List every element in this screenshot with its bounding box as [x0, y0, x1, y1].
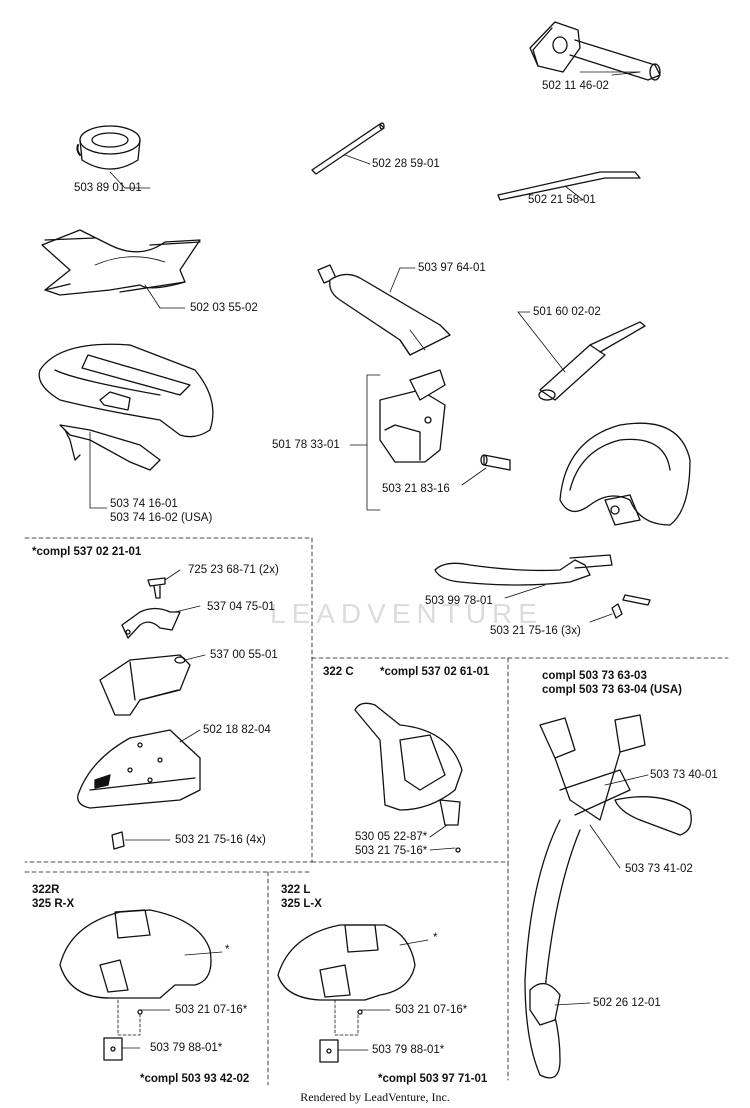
heading-compl-503-73-63-04: compl 503 73 63-04 (USA) [542, 684, 682, 696]
heading-compl-503-93-42-02: *compl 503 93 42-02 [140, 1073, 250, 1085]
clamp-bracket-part [379, 369, 446, 463]
label-503-79-88-01-r: 503 79 88-01* [150, 1042, 223, 1054]
combination-wrench-part [529, 21, 661, 81]
label-537-04-75-01: 537 04 75-01 [207, 601, 275, 613]
label-502-28-59-01: 502 28 59-01 [372, 158, 440, 170]
heading-compl-537-02-21-01: *compl 537 02 21-01 [32, 546, 142, 558]
label-503-73-41-02: 503 73 41-02 [625, 863, 693, 875]
label-star-l: * [433, 932, 438, 944]
handle-bar-part [434, 554, 613, 586]
heading-322c: 322 C [323, 666, 354, 678]
heading-compl-503-73-63-03: compl 503 73 63-03 [542, 670, 647, 682]
screwdriver-part [538, 321, 646, 401]
label-503-79-88-01-l: 503 79 88-01* [372, 1044, 445, 1056]
label-503-21-75-16-4x: 503 21 75-16 (4x) [175, 834, 266, 846]
label-503-97-64-01: 503 97 64-01 [418, 262, 486, 274]
grease-tube-part [317, 264, 451, 356]
guard-322c-part [354, 702, 463, 826]
harness-part [524, 714, 692, 1079]
label-501-78-33-01: 501 78 33-01 [272, 439, 340, 451]
label-503-74-16-01: 503 74 16-01 [110, 498, 178, 510]
screw-4x-part [111, 831, 125, 850]
label-503-99-78-01: 503 99 78-01 [425, 595, 493, 607]
heading-325lx: 325 L-X [281, 898, 322, 910]
label-503-21-75-16-star: 503 21 75-16* [355, 845, 428, 857]
footer-credit: Rendered by LeadVenture, Inc. [300, 1090, 450, 1104]
clamp-part [121, 607, 181, 639]
handle-grip-part [559, 422, 691, 526]
label-502-21-58-01: 502 21 58-01 [528, 194, 596, 206]
trimmer-guard-part [77, 729, 201, 809]
label-502-03-55-02: 502 03 55-02 [190, 302, 258, 314]
label-503-21-75-16-3x: 503 21 75-16 (3x) [490, 625, 581, 637]
screw-small-part [147, 577, 166, 599]
trimmer-blade-part [41, 229, 201, 296]
label-star-r: * [225, 944, 230, 956]
harness-belt-part [38, 343, 214, 471]
label-503-21-07-16-l: 503 21 07-16* [395, 1004, 468, 1016]
bolt-part [480, 454, 511, 471]
label-501-60-02-02: 501 60 02-02 [533, 306, 601, 318]
guard-bracket-part [99, 654, 191, 716]
heading-compl-503-97-71-01: *compl 503 97 71-01 [378, 1073, 488, 1085]
label-503-21-07-16-r: 503 21 07-16* [175, 1004, 248, 1016]
heading-322r: 322R [32, 884, 60, 896]
heading-322l: 322 L [281, 884, 311, 896]
label-725-23-68-71: 725 23 68-71 (2x) [188, 564, 279, 576]
label-502-11-46-02: 502 11 46-02 [542, 80, 609, 92]
spacer-ring-part [76, 125, 141, 170]
label-503-74-16-02: 503 74 16-02 (USA) [110, 512, 213, 524]
label-502-18-82-04: 502 18 82-04 [203, 724, 271, 736]
watermark: LEADVENTURE [270, 598, 543, 629]
label-530-05-22-87: 530 05 22-87* [355, 831, 428, 843]
label-537-00-55-01: 537 00 55-01 [210, 649, 278, 661]
label-503-73-40-01: 503 73 40-01 [650, 769, 718, 781]
screw-part [611, 594, 651, 619]
pin-rod-part [311, 122, 385, 175]
label-503-89-01-01: 503 89 01-01 [74, 182, 142, 194]
hex-key-part [497, 171, 641, 201]
guard-322l-part [277, 924, 416, 1001]
heading-compl-537-02-61-01: *compl 537 02 61-01 [380, 666, 490, 678]
label-503-21-83-16: 503 21 83-16 [382, 483, 450, 495]
guard-322r-part [59, 909, 212, 999]
heading-325rx: 325 R-X [32, 898, 75, 910]
label-502-26-12-01: 502 26 12-01 [593, 997, 661, 1009]
